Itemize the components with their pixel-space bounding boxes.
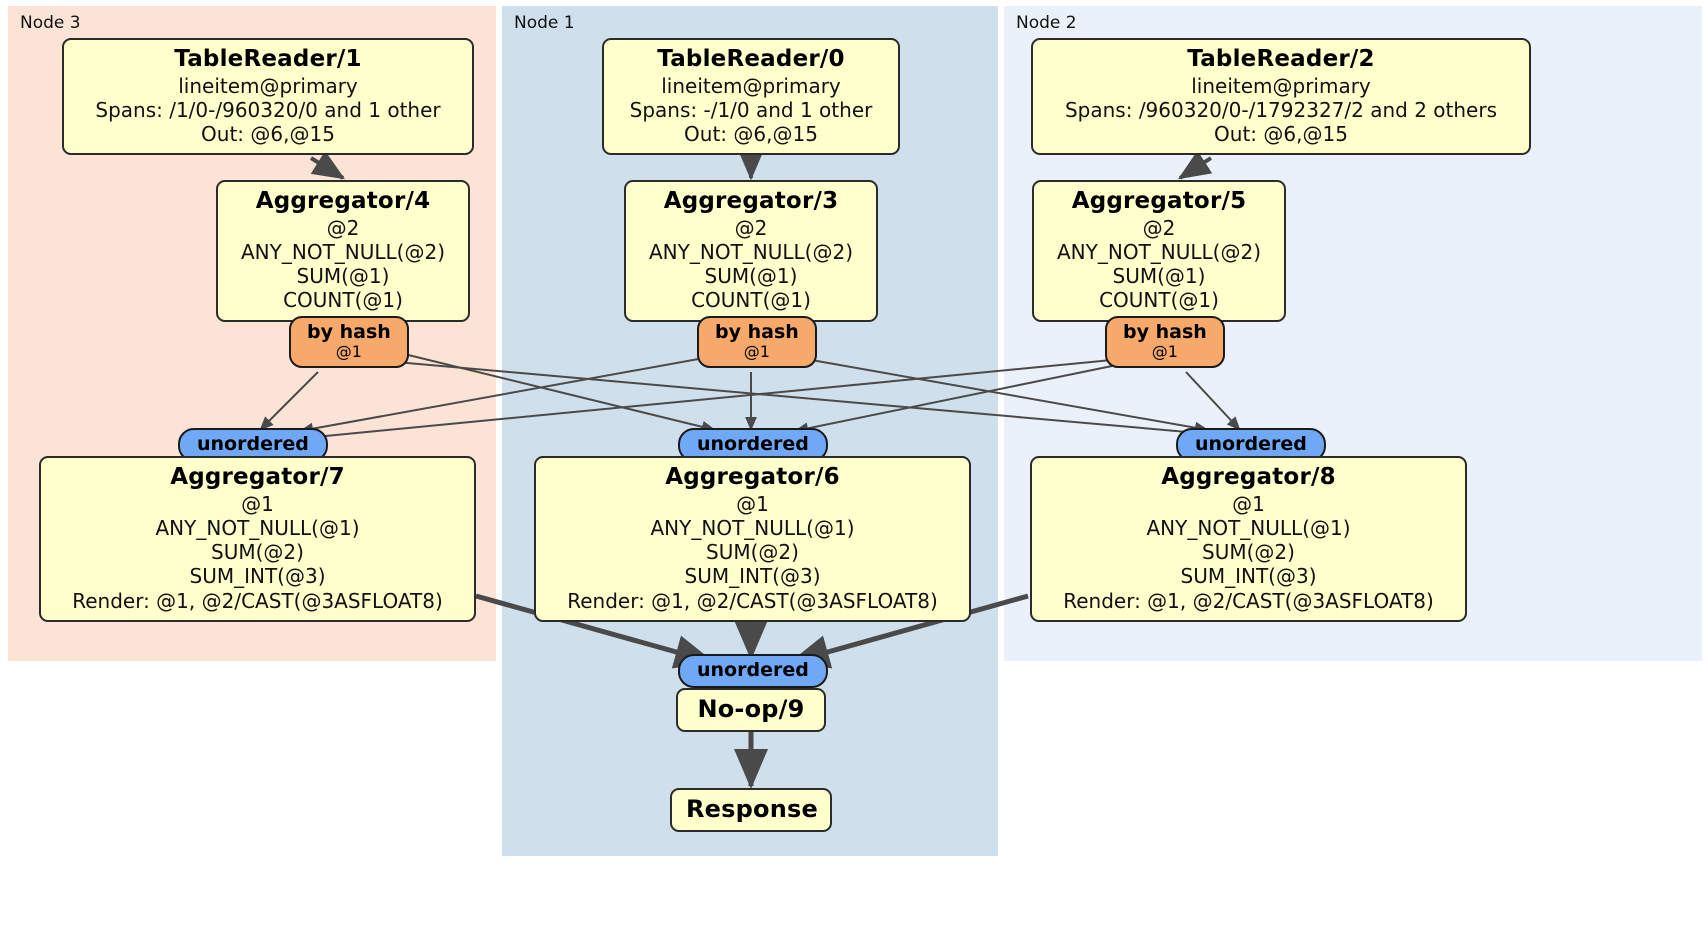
processor-line: lineitem@primary xyxy=(1191,73,1371,98)
processor-line: SUM_INT(@3) xyxy=(1180,564,1317,589)
processor-line: COUNT(@1) xyxy=(691,288,811,313)
processor-line: Out: @6,@15 xyxy=(201,122,335,147)
processor-aggregator-3[interactable]: Aggregator/3 @2 ANY_NOT_NULL(@2) SUM(@1)… xyxy=(624,180,878,322)
processor-line: @1 xyxy=(1232,491,1265,516)
processor-line: @2 xyxy=(734,215,768,240)
processor-aggregator-7[interactable]: Aggregator/7 @1 ANY_NOT_NULL(@1) SUM(@2)… xyxy=(39,456,476,622)
processor-line: ANY_NOT_NULL(@1) xyxy=(650,516,855,541)
synchronizer-unordered-final[interactable]: unordered xyxy=(678,654,828,689)
processor-tablereader-2[interactable]: TableReader/2 lineitem@primary Spans: /9… xyxy=(1031,38,1531,156)
processor-aggregator-8[interactable]: Aggregator/8 @1 ANY_NOT_NULL(@1) SUM(@2)… xyxy=(1030,456,1467,622)
router-by-hash-right[interactable]: by hash @1 xyxy=(1105,316,1225,369)
processor-title: TableReader/1 xyxy=(174,46,362,72)
node-panel-label: Node 3 xyxy=(20,13,81,33)
router-label: by hash xyxy=(715,321,799,343)
processor-title: Aggregator/4 xyxy=(255,188,431,214)
processor-line: SUM(@2) xyxy=(211,540,304,565)
node-panel-label: Node 2 xyxy=(1016,13,1077,33)
processor-noop-9[interactable]: No-op/9 xyxy=(676,688,826,733)
processor-title: Aggregator/6 xyxy=(665,464,840,490)
processor-line: Spans: /1/0-/960320/0 and 1 other xyxy=(95,98,441,123)
processor-line: COUNT(@1) xyxy=(1099,288,1219,313)
router-column: @1 xyxy=(1151,342,1178,362)
node-panel-label: Node 1 xyxy=(514,13,575,33)
processor-tablereader-0[interactable]: TableReader/0 lineitem@primary Spans: -/… xyxy=(602,38,900,156)
processor-line: Render: @1, @2/CAST(@3ASFLOAT8) xyxy=(72,588,443,613)
synchronizer-label: unordered xyxy=(1195,433,1307,455)
processor-line: SUM_INT(@3) xyxy=(189,564,326,589)
processor-title: No-op/9 xyxy=(697,695,805,723)
processor-line: ANY_NOT_NULL(@1) xyxy=(1146,516,1351,541)
router-label: by hash xyxy=(307,321,391,343)
processor-line: COUNT(@1) xyxy=(283,288,403,313)
router-by-hash-left[interactable]: by hash @1 xyxy=(289,316,409,369)
processor-line: Render: @1, @2/CAST(@3ASFLOAT8) xyxy=(1063,588,1434,613)
processor-tablereader-1[interactable]: TableReader/1 lineitem@primary Spans: /1… xyxy=(62,38,474,156)
processor-line: ANY_NOT_NULL(@2) xyxy=(241,240,445,265)
router-column: @1 xyxy=(335,342,362,362)
processor-line: lineitem@primary xyxy=(661,73,841,98)
processor-title: Aggregator/3 xyxy=(663,188,839,214)
processor-line: ANY_NOT_NULL(@2) xyxy=(649,240,853,265)
router-by-hash-mid[interactable]: by hash @1 xyxy=(697,316,817,369)
processor-line: lineitem@primary xyxy=(178,73,358,98)
processor-line: @1 xyxy=(241,491,274,516)
processor-aggregator-6[interactable]: Aggregator/6 @1 ANY_NOT_NULL(@1) SUM(@2)… xyxy=(534,456,971,622)
processor-aggregator-4[interactable]: Aggregator/4 @2 ANY_NOT_NULL(@2) SUM(@1)… xyxy=(216,180,470,322)
synchronizer-label: unordered xyxy=(197,433,309,455)
processor-title: Aggregator/8 xyxy=(1161,464,1336,490)
processor-line: Render: @1, @2/CAST(@3ASFLOAT8) xyxy=(567,588,938,613)
processor-line: Out: @6,@15 xyxy=(1214,122,1348,147)
processor-line: ANY_NOT_NULL(@2) xyxy=(1057,240,1261,265)
processor-title: TableReader/0 xyxy=(657,46,845,72)
processor-aggregator-5[interactable]: Aggregator/5 @2 ANY_NOT_NULL(@2) SUM(@1)… xyxy=(1032,180,1286,322)
processor-line: SUM_INT(@3) xyxy=(684,564,821,589)
processor-response[interactable]: Response xyxy=(670,788,832,833)
processor-line: SUM(@2) xyxy=(706,540,799,565)
processor-title: Aggregator/5 xyxy=(1071,188,1247,214)
router-column: @1 xyxy=(743,342,770,362)
processor-line: SUM(@1) xyxy=(704,264,798,289)
synchronizer-label: unordered xyxy=(697,659,809,681)
processor-line: SUM(@2) xyxy=(1202,540,1295,565)
processor-title: TableReader/2 xyxy=(1187,46,1375,72)
processor-line: Spans: /960320/0-/1792327/2 and 2 others xyxy=(1064,98,1497,123)
processor-line: @2 xyxy=(326,215,360,240)
processor-line: Spans: -/1/0 and 1 other xyxy=(629,98,873,123)
processor-line: SUM(@1) xyxy=(1112,264,1206,289)
processor-line: @1 xyxy=(736,491,769,516)
processor-line: @2 xyxy=(1142,215,1176,240)
router-label: by hash xyxy=(1123,321,1207,343)
processor-line: SUM(@1) xyxy=(296,264,390,289)
processor-title: Aggregator/7 xyxy=(170,464,345,490)
processor-title: Response xyxy=(686,795,818,823)
processor-line: ANY_NOT_NULL(@1) xyxy=(155,516,360,541)
synchronizer-label: unordered xyxy=(697,433,809,455)
processor-line: Out: @6,@15 xyxy=(684,122,818,147)
